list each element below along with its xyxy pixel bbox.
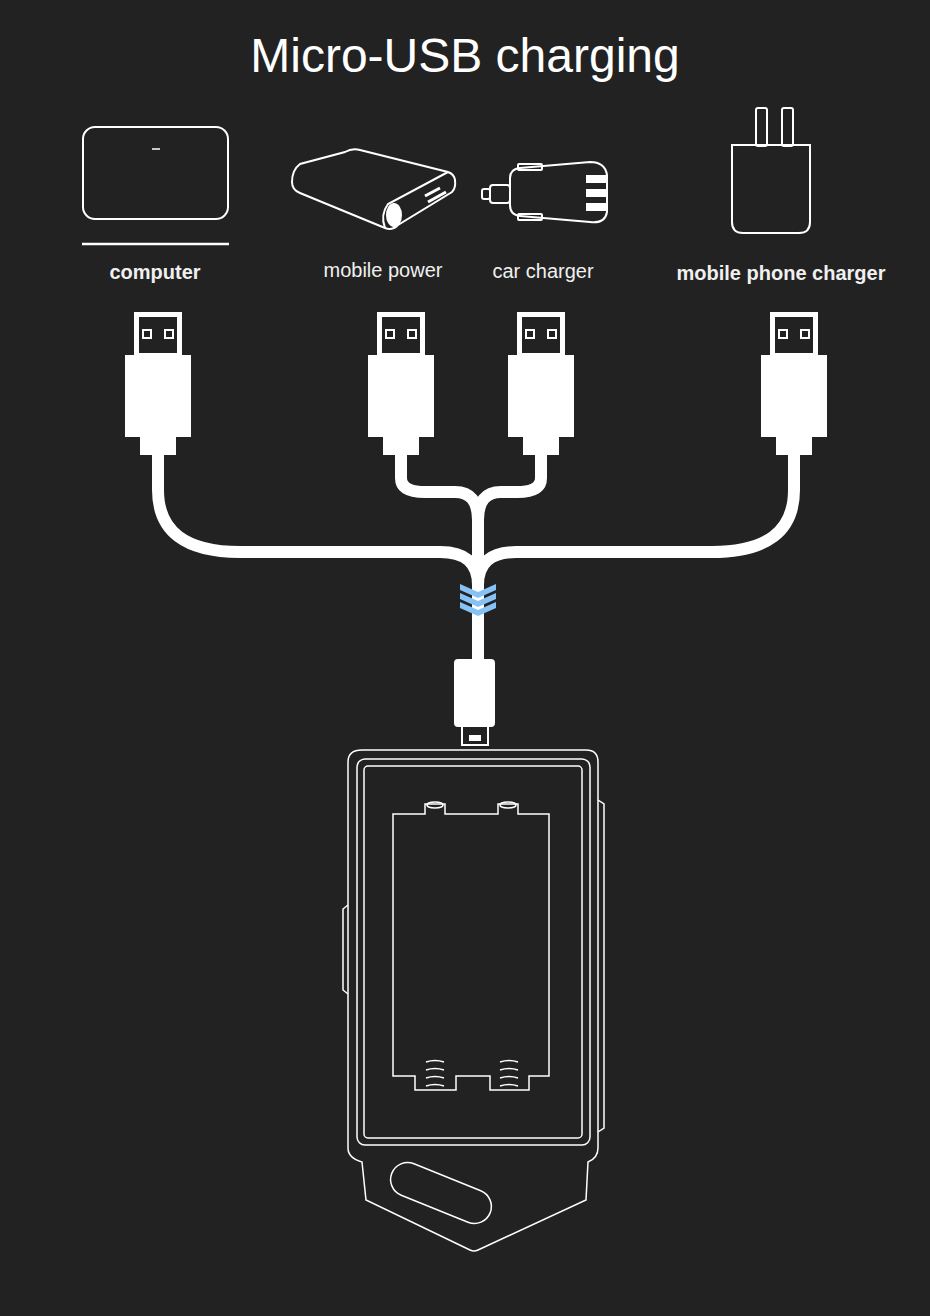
usb-plugs xyxy=(125,313,827,455)
usb-plug xyxy=(125,313,191,455)
car-charger-icon xyxy=(482,162,607,222)
laptop-icon xyxy=(83,127,228,219)
flow-chevrons xyxy=(460,584,496,616)
usb-plug xyxy=(368,313,434,455)
source-label: car charger xyxy=(492,259,593,283)
usb-plug xyxy=(508,313,574,455)
source-label: mobile power xyxy=(324,258,443,282)
trail-camera-device xyxy=(343,750,604,1251)
diagram-title: Micro-USB charging xyxy=(0,28,930,83)
micro-usb-plug xyxy=(455,660,494,745)
source-label: computer xyxy=(109,260,200,284)
source-label-group: mobile power xyxy=(324,258,443,282)
source-label-group: car charger xyxy=(492,259,593,283)
usb-cable xyxy=(158,455,794,665)
source-label: mobile phone charger xyxy=(677,261,886,285)
wall-charger-icon xyxy=(732,108,810,233)
source-label-group: computer xyxy=(109,260,200,284)
source-label-group: mobile phone charger xyxy=(677,261,886,285)
usb-plug xyxy=(761,313,827,455)
power-bank-icon xyxy=(292,149,455,229)
